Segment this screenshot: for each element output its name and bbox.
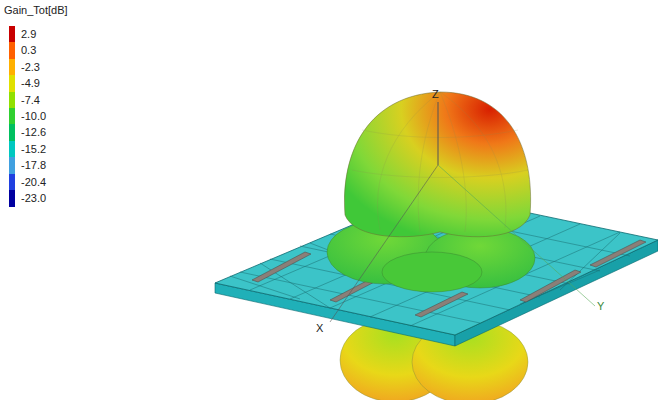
- axis-label: Y: [597, 300, 604, 312]
- colorbar-swatch: [9, 59, 15, 76]
- colorbar-swatch: [9, 26, 15, 43]
- colorbar-value: -7.4: [21, 94, 40, 106]
- colorbar-value: -23.0: [21, 192, 46, 204]
- axis-label: X: [316, 322, 323, 334]
- colorbar-swatch: [9, 75, 15, 92]
- colorbar-swatch: [9, 124, 15, 141]
- colorbar-value: -2.3: [21, 61, 40, 73]
- legend-title: Gain_Tot[dB]: [4, 4, 68, 16]
- colorbar-swatch: [9, 190, 15, 207]
- colorbar-swatch: [9, 92, 15, 109]
- colorbar-value: -4.9: [21, 77, 40, 89]
- colorbar-value: 2.9: [21, 28, 36, 40]
- colorbar-value: 0.3: [21, 44, 36, 56]
- colorbar-value: -20.4: [21, 176, 46, 188]
- colorbar-value: -12.6: [21, 126, 46, 138]
- colorbar-value: -10.0: [21, 110, 46, 122]
- colorbar-swatch: [9, 174, 15, 191]
- colorbar-value: -17.8: [21, 159, 46, 171]
- colorbar-swatch: [9, 108, 15, 125]
- colorbar-swatch: [9, 157, 15, 174]
- colorbar-swatch: [9, 42, 15, 59]
- axis-label: Z: [432, 88, 439, 100]
- colorbar-value: -15.2: [21, 143, 46, 155]
- colorbar-swatch: [9, 141, 15, 158]
